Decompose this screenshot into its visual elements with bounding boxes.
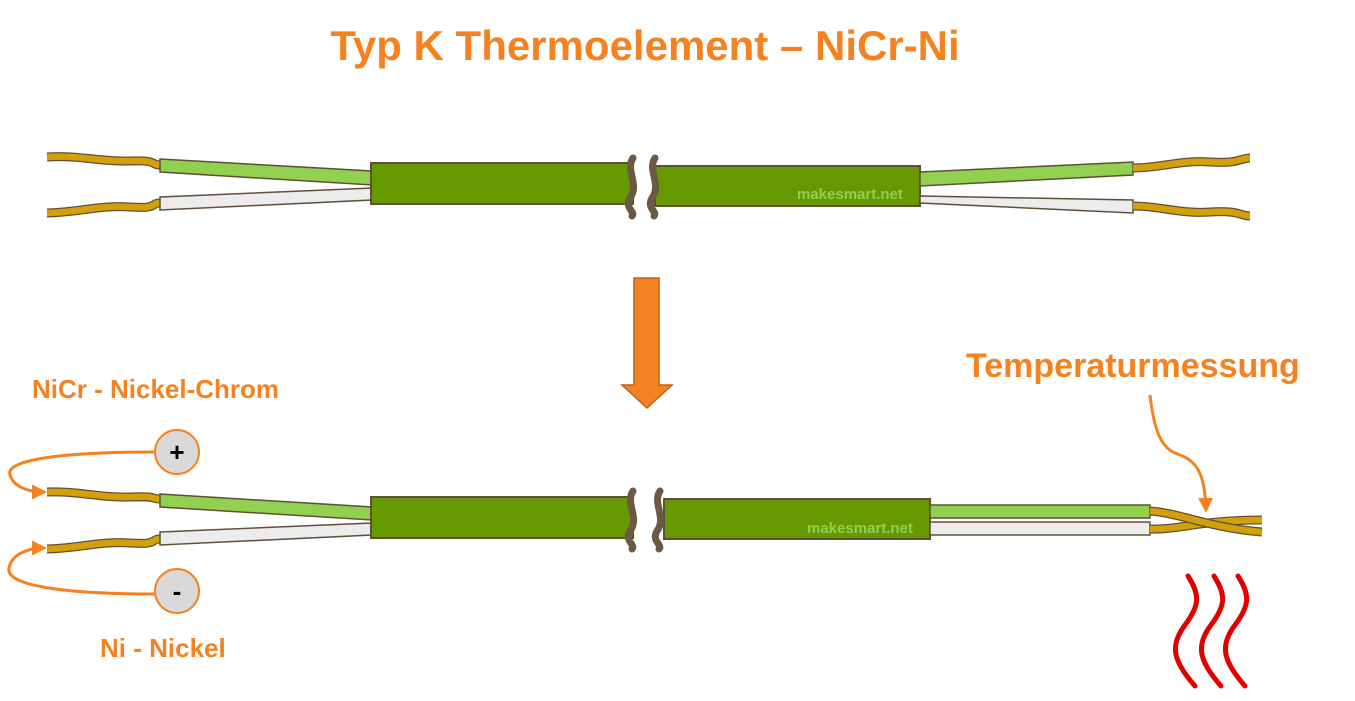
- nicr-label: NiCr - Nickel-Chrom: [32, 374, 279, 404]
- diagram-title: Typ K Thermoelement – NiCr-Ni: [330, 22, 959, 69]
- conductor-left-top: [46, 152, 161, 218]
- measurement-label: Temperaturmessung: [966, 347, 1300, 385]
- break-mark: [651, 487, 665, 553]
- heat-waves-icon: [1172, 573, 1250, 689]
- break-mark: [624, 154, 638, 220]
- measurement-junction: [1149, 506, 1263, 537]
- ni-insulation: [929, 521, 1151, 536]
- watermark: makesmart.net: [807, 520, 913, 537]
- break-mark: [624, 487, 638, 553]
- cable-jacket-left: [370, 162, 634, 205]
- nicr-insulation: [159, 493, 373, 521]
- break-mark: [646, 154, 660, 220]
- plus-symbol: +: [169, 437, 184, 467]
- nicr-insulation: [919, 161, 1134, 187]
- measurement-arrow: [1148, 394, 1214, 513]
- conductor-left-bottom: [46, 487, 161, 554]
- minus-symbol: -: [173, 576, 182, 606]
- ni-insulation: [159, 522, 373, 546]
- nicr-insulation: [159, 158, 373, 186]
- ni-insulation: [919, 195, 1134, 214]
- ni-insulation: [159, 187, 373, 211]
- negative-terminal-icon: [154, 568, 200, 614]
- ni-label: Ni - Nickel: [100, 633, 226, 663]
- down-arrow-icon: [620, 277, 674, 410]
- cable-unstripped: makesmart.net: [46, 152, 1251, 221]
- negative-connection-arrow: [7, 540, 156, 596]
- nicr-insulation: [929, 504, 1151, 519]
- cable-jacket-left: [370, 496, 634, 539]
- positive-connection-arrow: [8, 450, 156, 500]
- conductor-right-top: [1132, 153, 1251, 221]
- cable-with-junction: makesmart.net: [46, 487, 1263, 554]
- watermark: makesmart.net: [797, 186, 903, 203]
